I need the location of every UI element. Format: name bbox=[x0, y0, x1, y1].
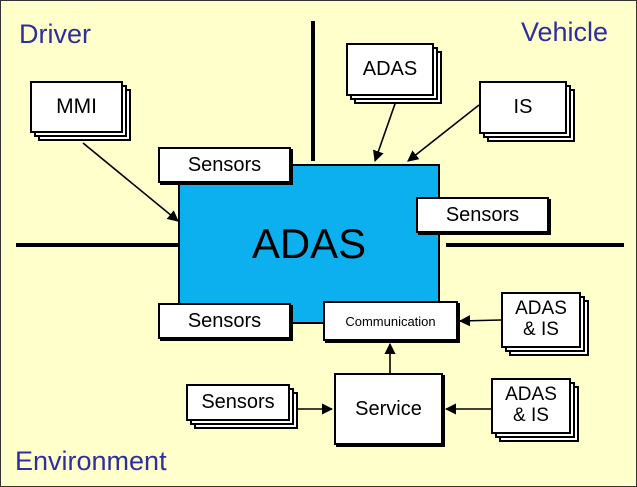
sensors-bottom-left-box: Sensors bbox=[158, 303, 291, 339]
sensors-environment-box: Sensors bbox=[186, 384, 290, 421]
sensors-right-box: Sensors bbox=[416, 197, 549, 233]
region-label-driver: Driver bbox=[19, 19, 91, 49]
adas-central-block: ADAS bbox=[178, 164, 440, 324]
arrow-is-to-adas bbox=[407, 104, 480, 162]
adas-is-lower-box: ADAS & IS bbox=[491, 378, 571, 434]
adas-is-upper-box: ADAS & IS bbox=[501, 292, 581, 348]
arrow-adas-top-to-adas bbox=[373, 100, 397, 163]
adas-top-box: ADAS bbox=[346, 43, 434, 96]
communication-box: Communication bbox=[323, 301, 458, 341]
sensors-top-box: Sensors bbox=[158, 147, 291, 183]
mmi-box: MMI bbox=[30, 81, 123, 133]
service-box: Service bbox=[334, 373, 443, 445]
region-label-environment: Environment bbox=[15, 446, 167, 476]
region-label-vehicle: Vehicle bbox=[521, 17, 609, 47]
is-top-box: IS bbox=[479, 81, 567, 134]
arrow-mmi-to-adas bbox=[82, 142, 179, 222]
arrow-adas-is-to-communication bbox=[458, 315, 502, 327]
